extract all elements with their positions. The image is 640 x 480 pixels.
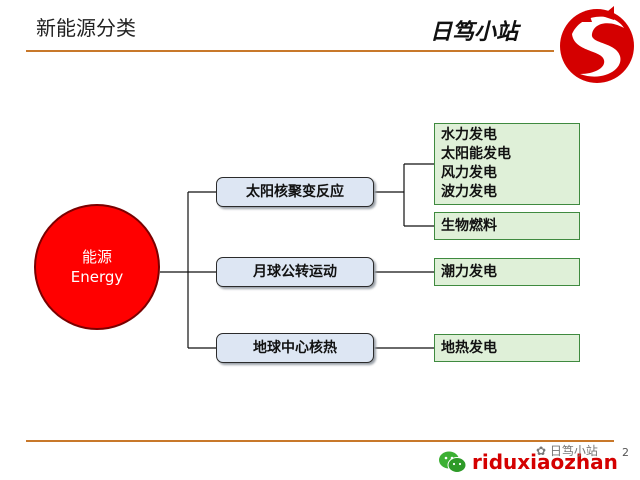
header-divider bbox=[26, 50, 554, 52]
node-solar-derived-power: 水力发电 太阳能发电 风力发电 波力发电 bbox=[434, 123, 580, 205]
node-tidal-power: 潮力发电 bbox=[434, 258, 580, 286]
site-name: riduxiaozhan bbox=[472, 450, 618, 474]
node-solar-fusion: 太阳核聚变反应 bbox=[216, 177, 374, 207]
energy-label-en: Energy bbox=[70, 268, 124, 286]
node-lunar-orbit: 月球公转运动 bbox=[216, 257, 374, 287]
item-hydro: 水力发电 bbox=[441, 127, 497, 143]
page-title: 新能源分类 bbox=[36, 16, 136, 40]
node-earth-core-heat: 地球中心核热 bbox=[216, 333, 374, 363]
footer-divider bbox=[26, 440, 614, 442]
page-number: 2 bbox=[622, 446, 629, 459]
item-solar: 太阳能发电 bbox=[441, 146, 511, 162]
brand-title: 日笃小站 bbox=[430, 20, 519, 45]
node-biofuel: 生物燃料 bbox=[434, 212, 580, 240]
node-geothermal-power: 地热发电 bbox=[434, 334, 580, 362]
item-wind: 风力发电 bbox=[441, 165, 497, 181]
watermark-text: 日笃小站 bbox=[549, 444, 598, 458]
energy-label-cn: 能源 bbox=[81, 248, 112, 266]
footer-site: riduxiaozhan bbox=[438, 448, 618, 476]
energy-root-node: 能源 Energy bbox=[34, 204, 160, 330]
wechat-small-icon: ✿ bbox=[536, 444, 547, 458]
dragon-s-logo-icon bbox=[560, 6, 634, 83]
watermark: ✿ 日笃小站 bbox=[536, 442, 598, 459]
item-wave: 波力发电 bbox=[441, 184, 497, 200]
wechat-icon bbox=[439, 451, 467, 473]
